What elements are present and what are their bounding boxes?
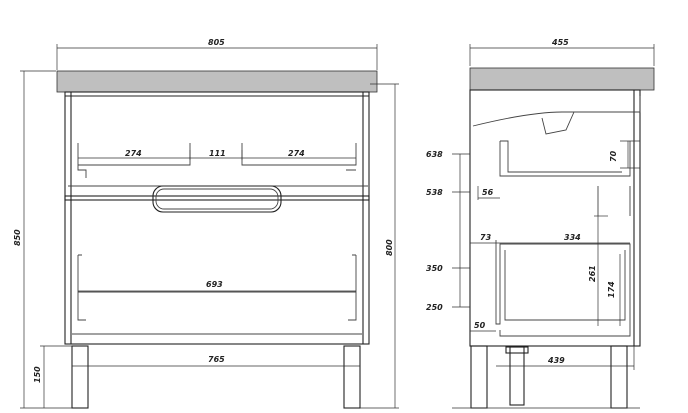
dim-base-depth: 439 bbox=[547, 356, 565, 365]
countertop bbox=[56, 70, 378, 93]
leg-left bbox=[71, 345, 89, 409]
drawer-handle bbox=[152, 185, 282, 213]
dim-inner-height: 174 bbox=[607, 281, 616, 298]
dim-drawer-right: 274 bbox=[288, 149, 305, 158]
front-view: 805 274 111 274 693 765 850 150 800 bbox=[13, 38, 399, 409]
dim-body-height: 800 bbox=[385, 239, 394, 256]
dim-siphon-offset: 56 bbox=[482, 188, 494, 197]
dim-back-offset: 50 bbox=[474, 321, 486, 330]
cabinet-body bbox=[64, 91, 370, 345]
side-body bbox=[469, 89, 641, 347]
side-leg-front bbox=[470, 345, 488, 409]
dim-total-height: 850 bbox=[13, 229, 22, 246]
siphon-pipe bbox=[509, 346, 525, 406]
dim-base-width: 765 bbox=[208, 355, 225, 364]
side-view: 455 638 538 350 250 56 70 73 334 261 174… bbox=[426, 38, 655, 409]
dim-drawer-gap: 70 bbox=[609, 150, 618, 162]
drawer-rail bbox=[64, 195, 370, 201]
dim-level-350: 350 bbox=[426, 264, 443, 273]
dim-depth: 455 bbox=[551, 38, 569, 47]
dim-inset: 73 bbox=[480, 233, 492, 242]
dim-leg-height: 150 bbox=[33, 366, 42, 383]
dim-overall-width: 805 bbox=[208, 38, 225, 47]
dim-lower-drawer: 693 bbox=[206, 280, 223, 289]
leg-right bbox=[343, 345, 361, 409]
side-countertop bbox=[469, 67, 655, 91]
dim-level-250: 250 bbox=[426, 303, 443, 312]
dim-level-538: 538 bbox=[426, 188, 443, 197]
dim-lower-height: 261 bbox=[588, 265, 597, 282]
dim-drawer-left: 274 bbox=[125, 149, 142, 158]
dim-level-638: 638 bbox=[426, 150, 443, 159]
dim-middle-gap: 111 bbox=[209, 149, 226, 158]
dim-inner-depth: 334 bbox=[564, 233, 581, 242]
side-leg-back bbox=[610, 345, 628, 409]
